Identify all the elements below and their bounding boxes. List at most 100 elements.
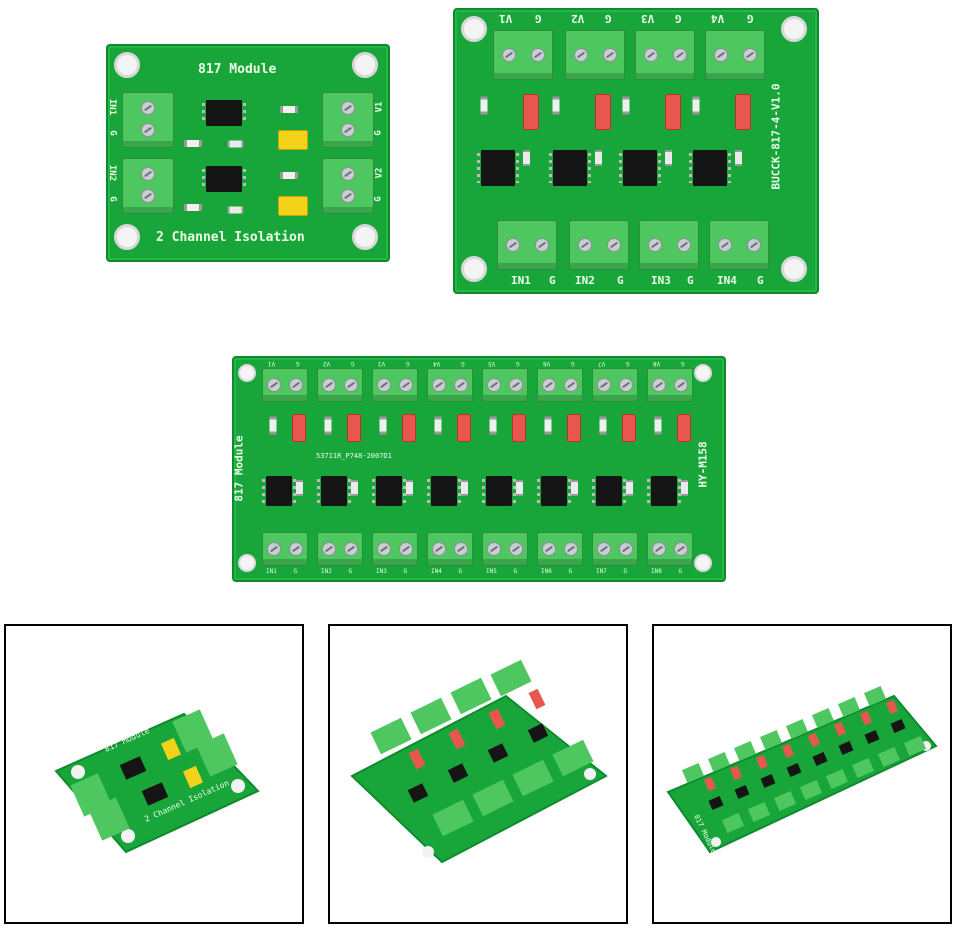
terminal-label: G — [549, 274, 556, 287]
screw — [344, 542, 358, 556]
screw — [542, 378, 556, 392]
screw — [509, 378, 523, 392]
terminal-label: G — [405, 360, 410, 367]
terminal-block — [372, 368, 418, 402]
led — [571, 480, 578, 496]
mount-hole — [694, 554, 712, 572]
terminal-block — [569, 220, 629, 270]
led — [681, 480, 688, 496]
optocoupler-chip — [734, 785, 750, 799]
resistor — [184, 140, 202, 147]
led — [227, 140, 244, 148]
terminal-block — [785, 719, 809, 739]
terminal-v2 — [322, 158, 374, 214]
terminal-block — [537, 368, 583, 402]
terminal-label: V5 — [488, 360, 496, 367]
jumper-red — [402, 414, 416, 442]
led — [523, 150, 530, 166]
jumper-red — [729, 765, 743, 781]
terminal-label: V6 — [543, 360, 551, 367]
led — [516, 480, 523, 496]
terminal-block — [903, 736, 927, 756]
angled-board-photo: 817 Module 2 Channel Isolation — [54, 709, 260, 854]
resistor — [489, 416, 497, 435]
screw — [267, 542, 281, 556]
resistor — [599, 416, 607, 435]
screw — [454, 542, 468, 556]
mount-hole — [238, 364, 256, 382]
mount-hole — [461, 16, 487, 42]
optocoupler-chip — [372, 476, 406, 506]
terminal-label: G — [458, 568, 463, 575]
jumper-red — [807, 732, 821, 748]
photo-2ch-angled: 817 Module 2 Channel Isolation — [4, 624, 304, 924]
screw — [432, 378, 446, 392]
screw — [322, 542, 336, 556]
terminal-block — [825, 769, 849, 789]
led — [296, 480, 303, 496]
screw — [141, 167, 155, 181]
optocoupler-chip — [812, 752, 828, 766]
terminal-label: G — [515, 360, 520, 367]
optocoupler-chip — [317, 476, 351, 506]
terminal-label: G — [460, 360, 465, 367]
screw — [141, 101, 155, 115]
board-model: BUCCK-817-4-V1.0 — [769, 83, 783, 190]
jumper-red — [567, 414, 581, 442]
terminal-block — [681, 763, 705, 783]
optocoupler-chip — [202, 166, 246, 192]
optocoupler-chip — [537, 476, 571, 506]
angled-board-photo — [350, 659, 608, 864]
mount-hole — [781, 256, 807, 282]
screw — [713, 48, 728, 62]
angled-board-photo: 817 Module — [666, 686, 938, 855]
terminal-label: G — [680, 360, 685, 367]
jumper-red — [523, 94, 539, 130]
screw — [534, 238, 549, 252]
jumper-red — [677, 414, 691, 442]
terminal-label: G — [617, 274, 624, 287]
terminal-block — [709, 220, 769, 270]
terminal-block — [647, 368, 693, 402]
terminal-label: IN3 — [651, 274, 671, 287]
screw — [647, 238, 662, 252]
jumper-red — [703, 776, 717, 792]
terminal-block — [759, 730, 783, 750]
terminal-block — [647, 532, 693, 566]
resistor — [324, 416, 332, 435]
terminal-block — [863, 686, 887, 706]
terminal-block — [493, 30, 553, 80]
terminal-label: G — [348, 568, 353, 575]
terminal-label: G — [295, 360, 300, 367]
resistor — [692, 96, 700, 115]
screw — [487, 378, 501, 392]
screw — [602, 48, 617, 62]
mount-hole — [352, 52, 378, 78]
mount-hole — [694, 364, 712, 382]
jumper-red — [781, 743, 795, 759]
optocoupler-chip — [760, 774, 776, 788]
jumper-red — [457, 414, 471, 442]
terminal-block — [262, 532, 308, 566]
jumper-red — [885, 699, 899, 715]
label-g: G — [373, 130, 384, 136]
screw — [399, 378, 413, 392]
screw — [141, 123, 155, 137]
terminal-label: V4 — [433, 360, 441, 367]
screw — [564, 542, 578, 556]
terminal-label: V4 — [711, 12, 725, 25]
terminal-block — [705, 30, 765, 80]
terminal-label: G — [675, 12, 682, 25]
board-code: 53711R_P748-2007D1 — [316, 452, 392, 460]
screw — [676, 238, 691, 252]
board-title: 817 Module — [198, 62, 277, 77]
terminal-label: G — [513, 568, 518, 575]
optocoupler-chip — [708, 796, 724, 810]
screw — [652, 378, 666, 392]
label-in2: IN2 — [107, 164, 118, 182]
terminal-label: IN1 — [511, 274, 531, 287]
screw — [341, 123, 355, 137]
terminal-block — [482, 532, 528, 566]
